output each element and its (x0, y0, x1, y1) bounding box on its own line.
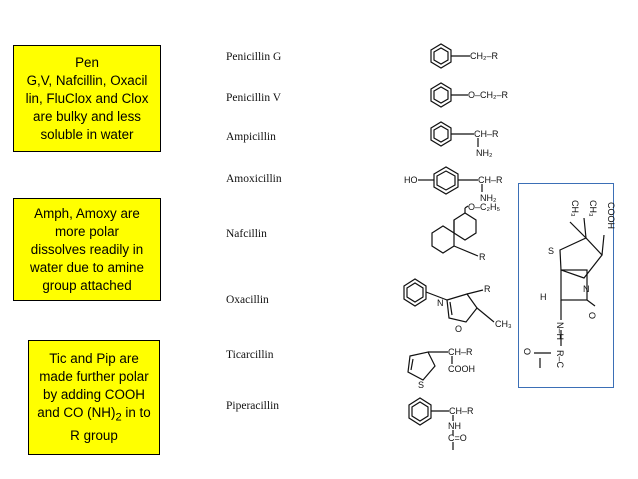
piperacillin-carbonyl: C=O (448, 433, 467, 443)
nafcillin-r: R (479, 252, 486, 262)
note-text: made further polar (39, 369, 149, 385)
drug-name-piperacillin: Piperacillin (226, 400, 280, 412)
drug-name-ticarcillin: Ticarcillin (226, 349, 274, 361)
nafcillin-ethoxy: O–C₂H₅ (468, 202, 500, 212)
isoxazole-ring-icon (446, 293, 478, 323)
benzene-ring-icon (408, 397, 432, 426)
ticarcillin-tail: CH–R (448, 347, 473, 357)
drug-name-ampicillin: Ampicillin (226, 131, 276, 143)
core-nitrogen: N (583, 284, 590, 294)
benzene-ring-icon (430, 43, 452, 69)
penicillin-core-icon (534, 217, 605, 368)
note-text: lin, FluClox and Clox (25, 90, 149, 106)
note-text: group attached (42, 277, 132, 293)
ampicillin-amine: NH₂ (476, 148, 493, 158)
drug-name-penicillin-g: Penicillin G (226, 51, 282, 63)
core-acyl-rc: R–C (555, 350, 565, 369)
note-text: G,V, Nafcillin, Oxacil (26, 72, 148, 88)
core-sulfur: S (548, 246, 554, 256)
benzene-ring-icon (430, 121, 452, 147)
oxacillin-r: R (484, 284, 491, 294)
ticarcillin-sulfur: S (418, 380, 424, 390)
drug-name-penicillin-v: Penicillin V (226, 92, 282, 104)
drug-name-oxacillin: Oxacillin (226, 294, 269, 306)
note-text: dissolves readily in (30, 241, 144, 257)
note-polar-penicillins: Amph, Amoxy are more polar dissolves rea… (13, 198, 161, 301)
ampicillin-tail: CH–R (474, 129, 499, 139)
piperacillin-nh: NH (448, 421, 461, 431)
note-text: by adding COOH (43, 387, 145, 403)
note-text: Pen (75, 54, 99, 70)
drug-name-nafcillin: Nafcillin (226, 228, 267, 240)
note-text: more polar (54, 223, 119, 239)
penicillin-core-frame (518, 183, 614, 388)
benzene-ring-icon (403, 278, 427, 307)
amoxicillin-hydroxyl: HO (404, 175, 418, 185)
core-amide-nh: N–H (555, 322, 565, 340)
ticarcillin-carboxyl: COOH (448, 364, 475, 374)
note-text: soluble in water (40, 126, 134, 142)
penicillin-v-tail: O–CH₂–R (468, 90, 509, 100)
drug-name-amoxicillin: Amoxicillin (226, 173, 282, 185)
core-methyl-b: CH₃ (588, 200, 598, 217)
amoxicillin-amine: NH₂ (480, 193, 497, 203)
core-methyl-a: CH₃ (570, 200, 580, 217)
core-ring-oxygen: O (587, 312, 597, 319)
note-text: Amph, Amoxy are (34, 205, 140, 221)
penicillin-g-tail: CH₂–R (470, 51, 498, 61)
naphthalene-ring-icon (431, 212, 477, 254)
core-amide-oxygen: O (522, 348, 532, 355)
oxacillin-n: N (437, 298, 444, 308)
amoxicillin-tail: CH–R (478, 175, 503, 185)
oxacillin-methyl: CH₃ (495, 319, 512, 329)
note-text: and CO (NH) (37, 405, 116, 421)
note-text: water due to amine (30, 259, 144, 275)
note-text: are bulky and less (33, 108, 141, 124)
note-text: Tic and Pip are (49, 351, 139, 367)
note-text: in to (121, 405, 151, 421)
core-hydrogen: H (540, 292, 547, 302)
benzene-ring-icon (430, 82, 452, 108)
oxacillin-o: O (455, 324, 462, 334)
core-carboxyl: COOH (606, 202, 616, 229)
benzene-ring-icon (433, 166, 459, 195)
piperacillin-tail: CH–R (449, 406, 474, 416)
note-text: R group (70, 427, 118, 443)
note-bulky-penicillins: Pen G,V, Nafcillin, Oxacil lin, FluClox … (13, 45, 161, 152)
thiophene-ring-icon (407, 351, 436, 381)
note-further-polar-penicillins: Tic and Pip are made further polar by ad… (28, 340, 160, 455)
note-subscript: 2 (115, 411, 122, 424)
